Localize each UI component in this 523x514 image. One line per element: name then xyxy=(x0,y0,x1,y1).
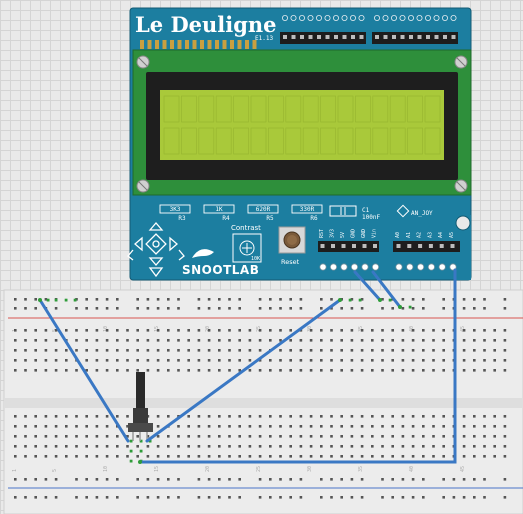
joystick-pad[interactable] xyxy=(127,222,185,278)
wire-analog-to-pot[interactable] xyxy=(138,268,457,464)
resistor-value: 620R xyxy=(256,206,271,213)
lcd-screen xyxy=(160,90,444,160)
svg-text:35: 35 xyxy=(358,326,364,332)
maker-label: SNOOTLAB xyxy=(182,263,259,277)
wire-end-markers xyxy=(38,298,402,464)
power-pin-label: RST xyxy=(319,229,325,238)
wire-5v-a[interactable] xyxy=(353,270,382,302)
joystick-jumper: AN_JOY xyxy=(396,204,433,218)
power-pin-label: GND xyxy=(351,229,357,238)
resistor-r5: 620R R5 xyxy=(247,204,279,222)
resistor-value: 330R xyxy=(300,206,315,213)
analog-pin-label: A5 xyxy=(449,232,455,238)
arrow-right-icon xyxy=(169,236,178,252)
power-pin-label: Vin xyxy=(372,229,378,238)
svg-text:15: 15 xyxy=(154,326,160,332)
svg-text:20: 20 xyxy=(205,326,211,332)
analog-pin-label: A3 xyxy=(427,232,433,238)
svg-text:15: 15 xyxy=(154,466,160,472)
resistor-ref: R6 xyxy=(310,215,318,222)
brand-title: Le Deuligne xyxy=(135,12,277,37)
column-numbers: 115510101515202025253030353540404545 xyxy=(12,326,466,472)
svg-text:5: 5 xyxy=(52,469,58,472)
resistor-r6: 330R R6 xyxy=(291,204,323,222)
svg-text:25: 25 xyxy=(256,326,262,332)
pot-value: 10K xyxy=(251,256,260,262)
power-pin-label: GND xyxy=(361,229,367,238)
resistor-ref: R3 xyxy=(178,215,186,222)
wire-gnd-to-pot[interactable] xyxy=(38,298,130,443)
reset-label: Reset xyxy=(281,258,300,266)
breadboard[interactable]: 115510101515202025253030353540404545 xyxy=(3,289,523,514)
center-channel xyxy=(4,398,523,408)
analog-header: A0 A1 A2 A3 A4 A5 xyxy=(393,232,460,252)
joystick-label: AN_JOY xyxy=(411,210,433,217)
wire-wiper-to-shield[interactable] xyxy=(145,298,342,443)
arrow-left-icon xyxy=(134,236,143,252)
analog-pin-label: A4 xyxy=(438,232,444,238)
snootlab-logo: SNOOTLAB xyxy=(182,249,259,277)
wire-5v-b[interactable] xyxy=(371,270,402,309)
svg-text:20: 20 xyxy=(205,466,211,472)
resistor-value: 3K3 xyxy=(170,206,181,213)
capacitor-ref: C1 xyxy=(362,207,370,214)
digital-header xyxy=(280,14,458,44)
reset-button[interactable]: Reset xyxy=(278,226,306,266)
capacitor-value: 100nF xyxy=(362,214,380,221)
lcd-module xyxy=(132,49,472,196)
analog-pin-label: A1 xyxy=(406,232,412,238)
svg-text:45: 45 xyxy=(460,326,466,332)
svg-text:1: 1 xyxy=(12,469,18,472)
analog-pin-label: A0 xyxy=(395,232,401,238)
version-label: E1.13 xyxy=(255,35,273,42)
svg-text:30: 30 xyxy=(307,326,313,332)
lcd-contacts xyxy=(140,40,257,49)
capacitor-c1: C1 100nF xyxy=(329,205,380,221)
power-pin-label: 5V xyxy=(340,232,346,238)
arrow-up-icon xyxy=(148,222,164,231)
contrast-label: Contrast xyxy=(231,224,261,232)
svg-text:10: 10 xyxy=(103,466,109,472)
contrast-trimmer[interactable]: Contrast 10K xyxy=(231,224,262,263)
svg-text:10: 10 xyxy=(103,326,109,332)
svg-text:35: 35 xyxy=(358,466,364,472)
resistor-value: 1K xyxy=(215,206,223,213)
arrow-down-icon xyxy=(148,257,164,266)
svg-text:40: 40 xyxy=(409,326,415,332)
svg-text:40: 40 xyxy=(409,466,415,472)
analog-pin-label: A2 xyxy=(417,232,423,238)
power-pin-label: 3V3 xyxy=(330,229,336,238)
wires[interactable] xyxy=(38,268,457,464)
power-header: RST 3V3 5V GND GND Vin xyxy=(318,229,379,252)
resistor-ref: R4 xyxy=(222,215,230,222)
svg-text:30: 30 xyxy=(307,466,313,472)
svg-text:45: 45 xyxy=(460,466,466,472)
solder-pad-row xyxy=(319,263,457,271)
svg-text:25: 25 xyxy=(256,466,262,472)
resistor-ref: R5 xyxy=(266,215,274,222)
